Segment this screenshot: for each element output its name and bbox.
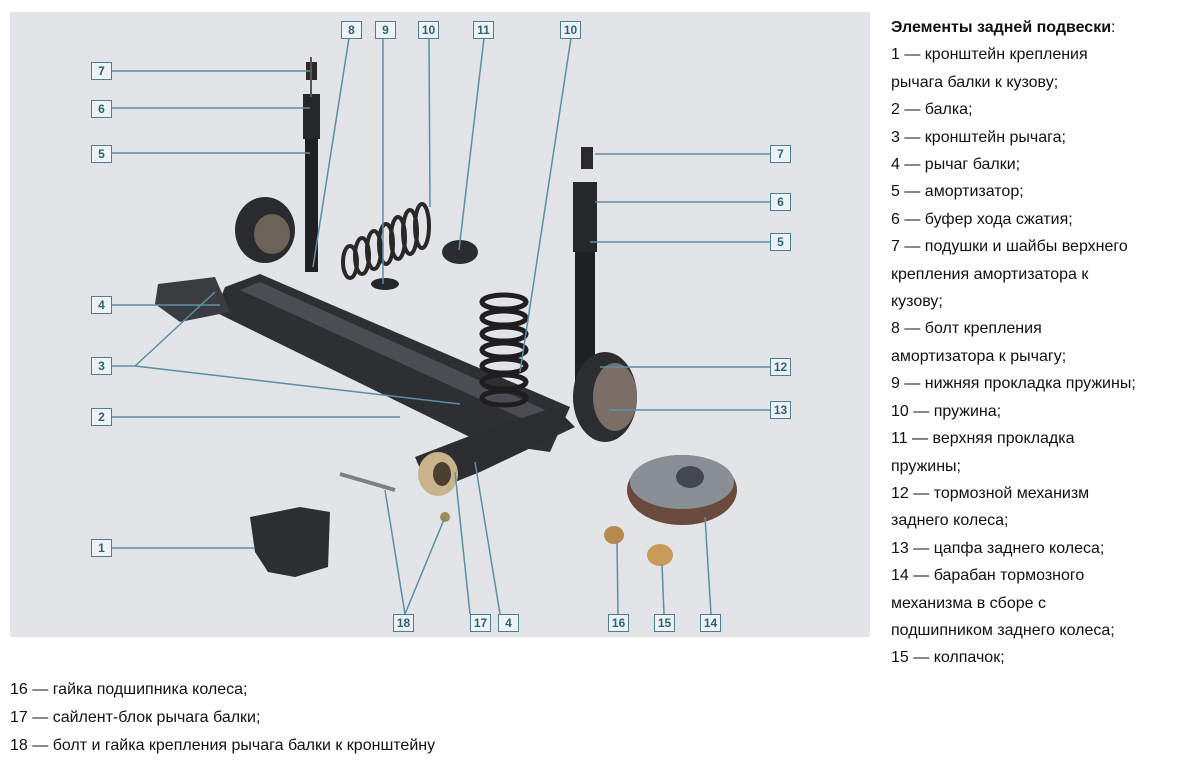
legend-line: пружины; bbox=[891, 457, 961, 475]
callout-6-right: 6 bbox=[770, 193, 791, 211]
callout-9: 9 bbox=[375, 21, 396, 39]
leader-lines bbox=[109, 37, 770, 615]
legend-title-suffix: : bbox=[1111, 19, 1116, 36]
bolt bbox=[339, 472, 396, 492]
legend-line: 6 — буфер хода сжатия; bbox=[891, 210, 1073, 228]
left-spring bbox=[341, 202, 431, 280]
parts-legend: Элементы задней подвески: 1 — кронштейн … bbox=[891, 14, 1196, 672]
legend-line: 11 — верхняя прокладка bbox=[891, 430, 1075, 448]
callout-15: 15 bbox=[654, 614, 675, 632]
legend-title: Элементы задней подвески bbox=[891, 19, 1112, 36]
legend-line: 10 — пружина; bbox=[891, 402, 1002, 420]
legend-line: 7 — подушки и шайбы верхнего bbox=[891, 238, 1128, 256]
callout-4-bottom: 4 bbox=[498, 614, 519, 632]
callout-17: 17 bbox=[470, 614, 491, 632]
legend-line: 14 — барабан тормозного bbox=[891, 567, 1085, 585]
legend-line: 5 — амортизатор; bbox=[891, 183, 1024, 201]
callout-4-left: 4 bbox=[91, 296, 112, 314]
legend-line: заднего колеса; bbox=[891, 512, 1009, 530]
left-arm-bracket bbox=[155, 277, 230, 322]
callout-8: 8 bbox=[341, 21, 362, 39]
legend-line: 1 — кронштейн крепления bbox=[891, 46, 1088, 64]
hub-nut bbox=[604, 526, 624, 544]
callout-6-left: 6 bbox=[91, 100, 112, 118]
legend-line: механизма в сборе с bbox=[891, 594, 1046, 612]
legend-line: 12 — тормозной механизм bbox=[891, 484, 1090, 502]
callout-10-right: 10 bbox=[560, 21, 581, 39]
callout-18: 18 bbox=[393, 614, 414, 632]
legend-line: 13 — цапфа заднего колеса; bbox=[891, 539, 1105, 557]
callout-7-right: 7 bbox=[770, 145, 791, 163]
legend-line: кузову; bbox=[891, 293, 943, 311]
legend-line: 16 — гайка подшипника колеса; bbox=[10, 681, 248, 698]
callout-1: 1 bbox=[91, 539, 112, 557]
legend-line: 9 — нижняя прокладка пружины; bbox=[891, 375, 1136, 393]
legend-line: крепления амортизатора к bbox=[891, 265, 1089, 283]
right-spring bbox=[479, 292, 529, 408]
legend-title-line: Элементы задней подвески: bbox=[891, 14, 1196, 41]
lower-spring-pad bbox=[371, 278, 399, 290]
body-bracket bbox=[250, 507, 330, 577]
left-shock bbox=[305, 107, 318, 272]
legend-line: рычага балки к кузову; bbox=[891, 73, 1059, 91]
callout-11: 11 bbox=[473, 21, 494, 39]
legend-line: амортизатора к рычагу; bbox=[891, 347, 1067, 365]
upper-spring-pad bbox=[442, 240, 478, 264]
hub-cap bbox=[647, 544, 673, 566]
legend-line: подшипником заднего колеса; bbox=[891, 621, 1115, 639]
callout-10: 10 bbox=[418, 21, 439, 39]
legend-line: 4 — рычаг балки; bbox=[891, 156, 1021, 174]
callout-2: 2 bbox=[91, 408, 112, 426]
legend-continuation: 16 — гайка подшипника колеса; 17 — сайле… bbox=[10, 676, 435, 760]
callout-3: 3 bbox=[91, 357, 112, 375]
legend-line: 8 — болт крепления bbox=[891, 320, 1042, 338]
suspension-illustration bbox=[109, 37, 770, 615]
callout-5-right: 5 bbox=[770, 233, 791, 251]
suspension-diagram: 8 9 10 11 10 7 6 5 4 3 2 1 7 6 5 12 13 1… bbox=[10, 12, 870, 637]
callout-5-left: 5 bbox=[91, 145, 112, 163]
legend-line: 18 — болт и гайка крепления рычага балки… bbox=[10, 737, 436, 754]
legend-line: 15 — колпачок; bbox=[891, 649, 1005, 667]
callout-12: 12 bbox=[770, 358, 791, 376]
callout-13: 13 bbox=[770, 401, 791, 419]
legend-line: 2 — балка; bbox=[891, 101, 973, 119]
legend-line: 17 — сайлент-блок рычага балки; bbox=[10, 709, 261, 726]
callout-16: 16 bbox=[608, 614, 629, 632]
legend-line: 3 — кронштейн рычага; bbox=[891, 128, 1066, 146]
callout-14: 14 bbox=[700, 614, 721, 632]
callout-7-left: 7 bbox=[91, 62, 112, 80]
